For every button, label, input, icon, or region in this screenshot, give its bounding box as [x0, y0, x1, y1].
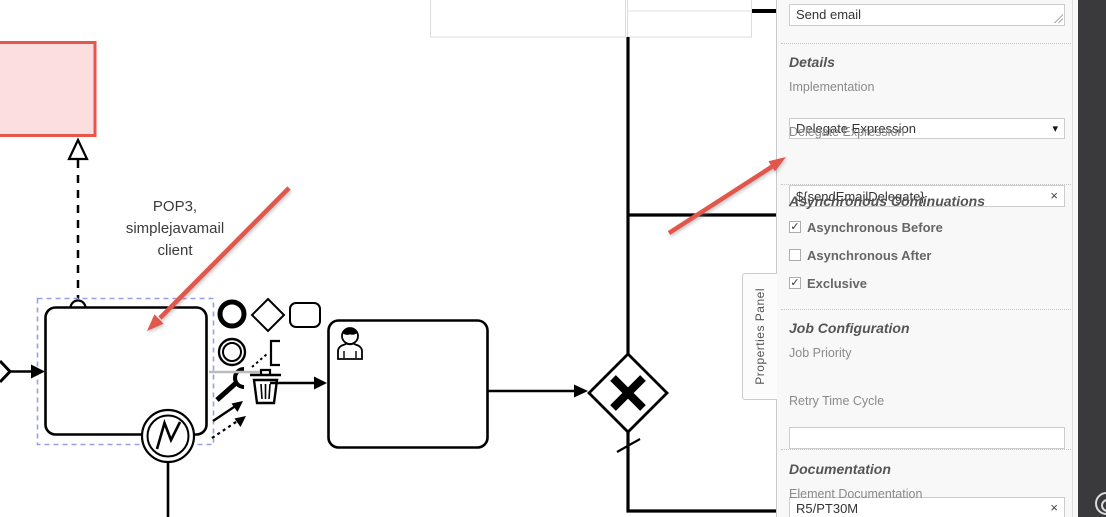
- message-flow-start-dot: [69, 299, 87, 317]
- retry-time-cycle-input[interactable]: [789, 497, 1065, 517]
- implementation-label: Implementation: [789, 80, 875, 94]
- exclusive-checkbox[interactable]: ✓: [789, 277, 801, 289]
- section-divider: [781, 184, 1071, 185]
- delegate-expression-input[interactable]: [789, 185, 1065, 207]
- async-before-label: Asynchronous Before: [807, 219, 943, 235]
- exclusive-label: Exclusive: [807, 275, 867, 291]
- job-priority-input[interactable]: [789, 427, 1065, 449]
- boundary-event-inner-ring: [146, 414, 190, 458]
- chevron-down-icon: ▾: [1052, 123, 1058, 135]
- connect-flow-icon[interactable]: [212, 401, 243, 422]
- retry-time-cycle-wrap: ×: [789, 497, 1065, 517]
- incoming-flow-arrowhead: [31, 364, 45, 379]
- async-heading: Asynchronous Continuations: [789, 193, 985, 209]
- default-flow-marker: [616, 438, 641, 453]
- properties-panel-tab[interactable]: Properties Panel: [742, 273, 777, 400]
- user-task-person-icon: [337, 327, 363, 360]
- section-divider: [781, 43, 1071, 44]
- job-priority-label: Job Priority: [789, 346, 852, 360]
- send-email-task-label: Send email: [88, 363, 164, 380]
- delegate-expression-label: Delegate Expression: [789, 125, 905, 139]
- async-before-row: ✓ Asynchronous Before: [789, 219, 1065, 235]
- element-documentation-label: Element Documentation: [789, 487, 923, 501]
- append-intermediate-event-icon[interactable]: [217, 337, 247, 367]
- async-after-label: Asynchronous After: [807, 247, 932, 263]
- red-arrow-to-task-head: [147, 314, 164, 331]
- append-gateway-icon[interactable]: [250, 297, 286, 333]
- sequence-flow-2-arrowhead: [574, 384, 588, 398]
- sequence-flow-1-arrowhead: [314, 376, 327, 390]
- implementation-select[interactable]: Delegate Expression ▾: [789, 118, 1065, 139]
- red-arrow-to-panel: [667, 164, 775, 235]
- job-priority-wrap: [789, 427, 1065, 449]
- element-name-field-wrap: Send email: [789, 4, 1065, 26]
- retry-time-cycle-label: Retry Time Cycle: [789, 394, 885, 408]
- user-task-label: ergerg: [386, 375, 430, 392]
- annotation-line: simplejavamail: [125, 220, 225, 237]
- error-icon: [155, 418, 182, 450]
- append-text-annotation-icon[interactable]: [269, 339, 280, 367]
- async-after-row: Asynchronous After: [789, 247, 1065, 263]
- overlay-box-left: [430, 0, 626, 38]
- section-divider: [781, 449, 1071, 450]
- panel-scrollbar-track[interactable]: [1072, 0, 1073, 517]
- append-task-icon[interactable]: [289, 302, 321, 328]
- job-configuration-heading: Job Configuration: [789, 320, 910, 336]
- async-before-checkbox[interactable]: ✓: [789, 221, 801, 233]
- annotation-line: POP3,: [152, 198, 198, 215]
- connect-association-icon[interactable]: [211, 416, 246, 439]
- boundary-event[interactable]: [140, 408, 196, 464]
- element-name-input[interactable]: Send email: [789, 4, 1065, 26]
- context-pad[interactable]: [211, 297, 321, 439]
- section-divider: [781, 309, 1071, 310]
- details-heading: Details: [789, 54, 835, 70]
- textarea-resize-grip[interactable]: [1054, 14, 1063, 23]
- message-flow-arrowhead: [67, 137, 89, 161]
- exclusive-gateway[interactable]: [587, 352, 669, 434]
- overlay-box-right: [627, 0, 752, 38]
- bpmn-io-logo[interactable]: [1095, 492, 1106, 515]
- service-task-gear-icon-small: ⚙: [63, 321, 81, 342]
- wrench-icon[interactable]: [215, 381, 238, 402]
- append-text-annotation-link: [251, 353, 268, 368]
- properties-panel-tab-label: Properties Panel: [753, 288, 767, 385]
- append-end-event-icon[interactable]: [217, 299, 247, 329]
- text-annotation-pop3[interactable]: POP3, simplejavamail client: [103, 196, 247, 262]
- trash-icon[interactable]: [250, 368, 281, 405]
- offscreen-gateway-tip: [0, 359, 13, 384]
- documentation-heading: Documentation: [789, 461, 891, 477]
- clear-icon[interactable]: ×: [1050, 188, 1058, 203]
- gateway-outgoing-flow[interactable]: [626, 431, 776, 513]
- exclusive-row: ✓ Exclusive: [789, 275, 1065, 291]
- wrench-icon-head: [233, 367, 245, 389]
- clear-icon[interactable]: ×: [1050, 500, 1058, 515]
- highlighted-shape[interactable]: [0, 41, 97, 137]
- implementation-select-value: Delegate Expression: [796, 121, 916, 136]
- annotation-line: client: [157, 242, 193, 259]
- exclusive-gateway-x-marker: [610, 375, 646, 411]
- right-toolbar-strip: [1078, 0, 1106, 517]
- async-after-checkbox[interactable]: [789, 249, 801, 261]
- properties-panel: Send email Details Implementation Delega…: [776, 0, 1078, 517]
- delegate-expression-wrap: ×: [789, 185, 1065, 207]
- append-intermediate-event-inner: [222, 342, 242, 362]
